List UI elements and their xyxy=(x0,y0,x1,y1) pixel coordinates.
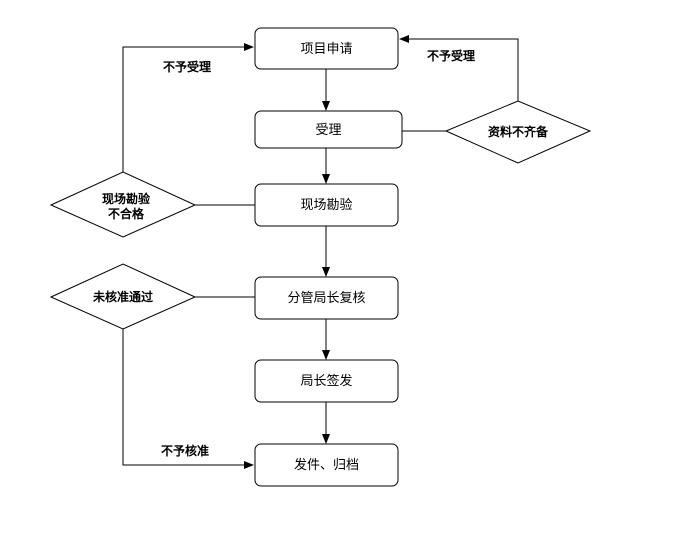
edge-label-not-accepted-left: 不予受理 xyxy=(163,59,211,74)
decision-not-approved-label: 未核准通过 xyxy=(92,289,153,304)
decision-materials-incomplete-label: 资料不齐备 xyxy=(488,124,549,139)
edge-label-not-accepted-right: 不予受理 xyxy=(427,48,475,63)
step-review-label: 分管局长复核 xyxy=(287,291,365,306)
step-review: 分管局长复核 xyxy=(254,276,399,320)
step-accept: 受理 xyxy=(254,110,403,149)
step-accept-label: 受理 xyxy=(315,123,341,138)
arrow-not-approved-to-archive xyxy=(122,329,254,469)
arrow-materials-to-apply xyxy=(399,35,519,101)
step-apply-label: 项目申请 xyxy=(300,42,352,57)
step-archive: 发件、归档 xyxy=(254,443,399,487)
step-archive-label: 发件、归档 xyxy=(294,457,359,473)
step-sign: 局长签发 xyxy=(254,359,399,403)
step-sign-label: 局长签发 xyxy=(300,373,352,389)
step-inspect-label: 现场勘验 xyxy=(300,197,352,213)
arrow-failed-to-apply xyxy=(122,43,254,172)
decision-materials-incomplete: 资料不齐备 xyxy=(444,100,592,164)
edge-label-not-approved: 不予核准 xyxy=(161,443,209,458)
step-apply: 项目申请 xyxy=(254,27,399,70)
step-inspect: 现场勘验 xyxy=(254,183,399,227)
decision-inspection-failed-label-line1: 现场勘验 xyxy=(102,191,151,206)
decision-not-approved: 未核准通过 xyxy=(49,263,197,330)
decision-inspection-failed-label-line2: 不合格 xyxy=(108,206,145,221)
decision-inspection-failed: 现场勘验 不合格 xyxy=(49,171,197,238)
